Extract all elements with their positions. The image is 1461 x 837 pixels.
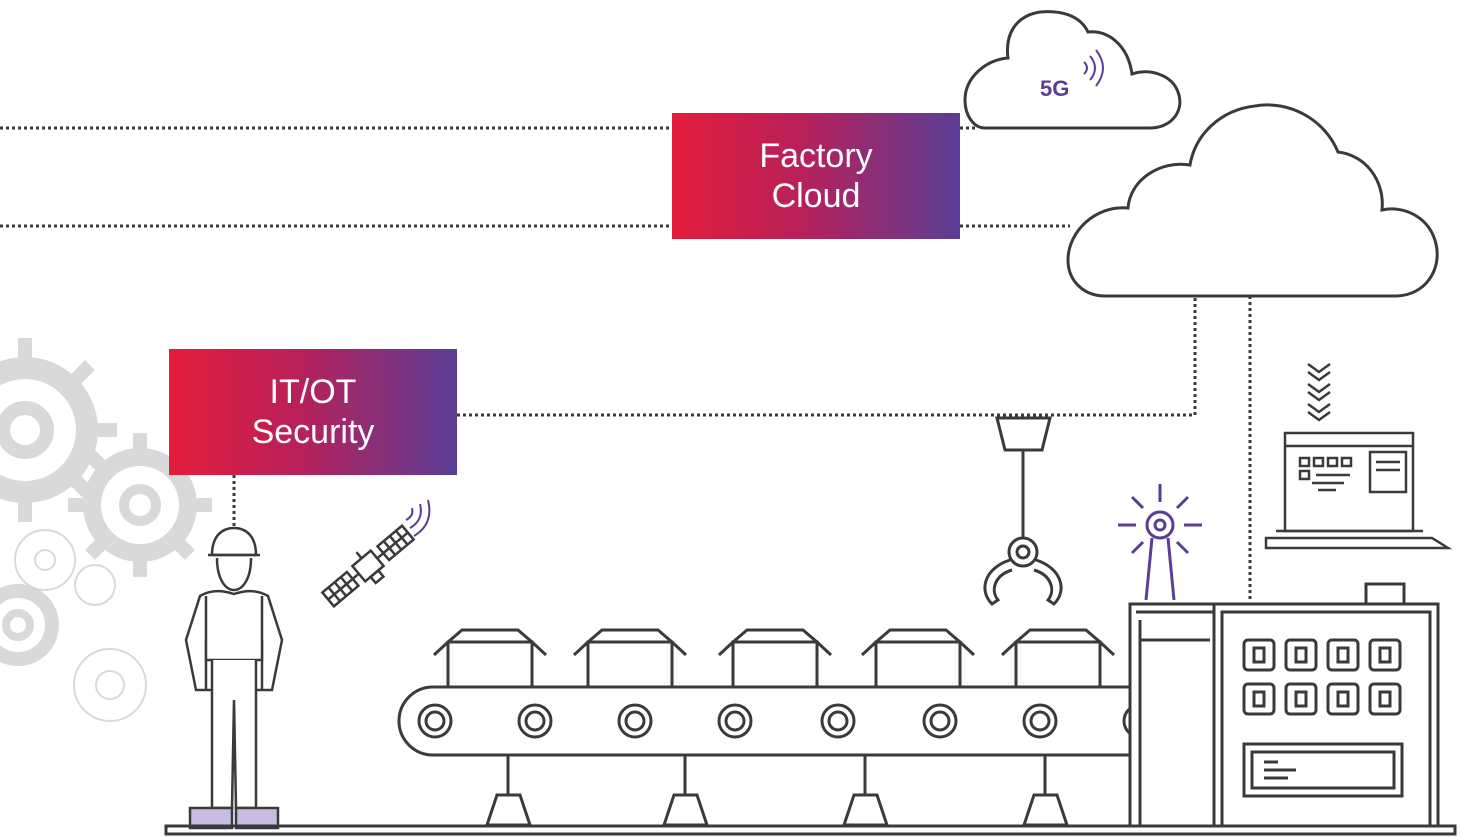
roller-icon xyxy=(820,703,856,739)
factory-cloud-label: Factory Cloud xyxy=(672,113,960,239)
laptop-icon xyxy=(1264,431,1453,550)
open-box-icon xyxy=(1000,628,1116,687)
network-connector-lines xyxy=(0,126,1252,600)
cabinet-button xyxy=(1284,638,1318,672)
cloud-icon xyxy=(1066,103,1439,298)
cabinet-button xyxy=(1284,682,1318,716)
signal-waves-icon xyxy=(1083,49,1104,87)
cabinet-button xyxy=(1368,638,1402,672)
conveyor-boxes xyxy=(432,628,1116,687)
robotic-claw-icon xyxy=(983,416,1063,606)
roller-icon xyxy=(417,703,453,739)
open-box-icon xyxy=(572,628,688,687)
cabinet-button xyxy=(1326,682,1360,716)
cabinet-button xyxy=(1242,638,1276,672)
cabinet-button xyxy=(1242,682,1276,716)
roller-icon xyxy=(517,703,553,739)
worker-icon xyxy=(184,526,284,830)
antenna-icon xyxy=(1118,484,1202,601)
roller-icon xyxy=(1022,703,1058,739)
control-cabinet-icon xyxy=(1128,582,1440,828)
roller-icon xyxy=(617,703,653,739)
factory-cloud-label-text: Factory Cloud xyxy=(759,136,873,215)
open-box-icon xyxy=(860,628,976,687)
download-arrows-icon xyxy=(1307,362,1331,422)
conveyor-belt-icon xyxy=(397,685,1179,827)
cabinet-button xyxy=(1368,682,1402,716)
cloud-icon xyxy=(963,10,1182,130)
floor-line xyxy=(164,824,1457,836)
satellite-icon xyxy=(320,523,416,609)
signal-waves-icon xyxy=(405,499,431,537)
roller-icon xyxy=(717,703,753,739)
open-box-icon xyxy=(717,628,833,687)
itot-security-label-text: IT/OT Security xyxy=(251,372,375,451)
open-box-icon xyxy=(432,628,548,687)
5g-badge: 5G xyxy=(1040,76,1070,101)
cabinet-button xyxy=(1326,638,1360,672)
itot-security-label: IT/OT Security xyxy=(169,349,457,475)
roller-icon xyxy=(922,703,958,739)
